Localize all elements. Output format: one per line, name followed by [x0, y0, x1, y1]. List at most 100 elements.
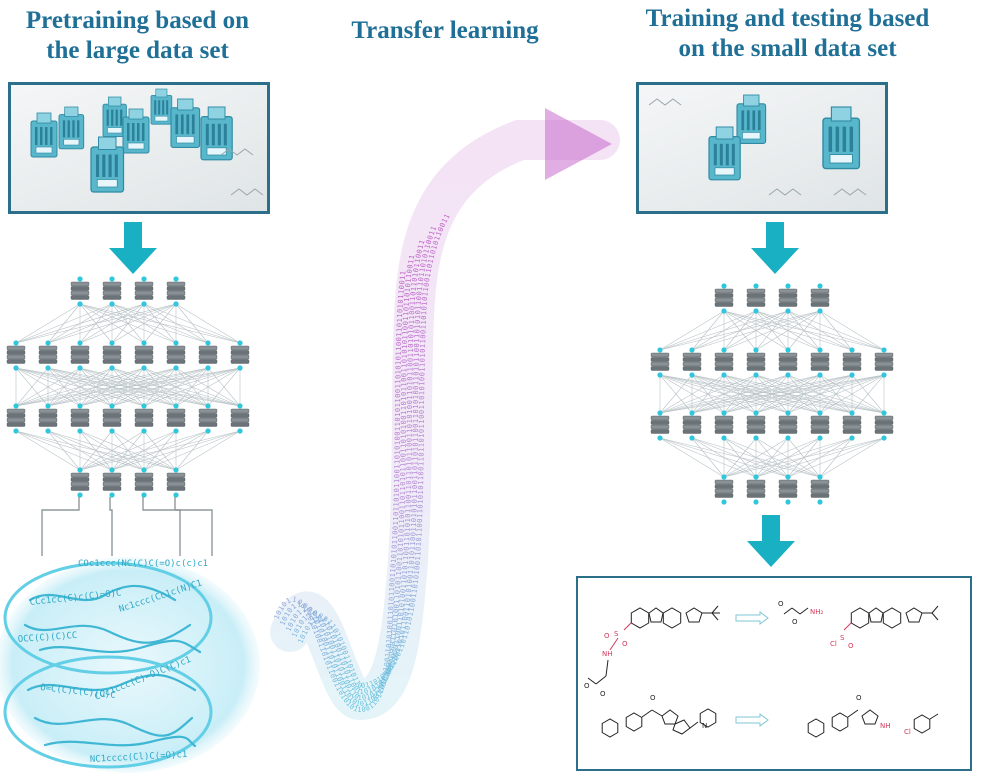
- left-net-edge: [15, 303, 177, 344]
- brain-fold: [26, 673, 197, 692]
- chip-icon: [822, 106, 861, 170]
- right-net-edge: [691, 374, 821, 414]
- left-net-server-layer: [70, 486, 90, 491]
- left-net-top-dot: [77, 403, 83, 409]
- left-net-server-layer: [134, 290, 154, 296]
- right-net-edge: [755, 437, 853, 478]
- right-net-edge: [691, 374, 853, 414]
- right-net-edge: [723, 437, 821, 478]
- stream-arrowhead: [545, 108, 612, 180]
- left-net-server-layer: [102, 290, 122, 296]
- amine-label: NH₂: [810, 608, 824, 616]
- left-net-edge: [47, 303, 177, 344]
- right-net-edge: [755, 310, 853, 351]
- left-net-bottom-dot: [141, 365, 147, 371]
- right-net-server-layer: [874, 357, 894, 362]
- chip-pin: [217, 123, 221, 146]
- chip-icon: [200, 106, 233, 161]
- background-molecule-sketch: [220, 148, 254, 156]
- right-net-edge: [787, 437, 885, 478]
- left-net-edge: [15, 303, 145, 344]
- right-net-server-node: [714, 347, 734, 378]
- bond: [651, 709, 663, 717]
- right-net-server-layer: [746, 479, 766, 485]
- right-net-edge: [787, 374, 853, 414]
- left-net-top-dot: [13, 403, 19, 409]
- left-net-edge: [47, 367, 177, 407]
- right-net-server-layer: [810, 484, 830, 489]
- right-net-top-dot: [753, 347, 759, 353]
- right-net-edge: [723, 374, 757, 414]
- reaction-arrow: [735, 713, 769, 727]
- left-net-server-node: [102, 403, 122, 434]
- left-net-edge: [79, 430, 113, 471]
- left-net-edge: [111, 367, 177, 407]
- right-net-bottom-dot: [785, 372, 791, 378]
- chip-pin: [752, 110, 756, 131]
- left-net-server-layer: [38, 408, 58, 414]
- left-net-edge: [47, 367, 241, 407]
- right-net-bottom-dot: [721, 308, 727, 314]
- chip-top: [36, 112, 52, 124]
- left-net-server-node: [102, 467, 122, 498]
- connector-line: [41, 497, 80, 556]
- left-net-edge: [143, 430, 177, 471]
- left-net-edge: [111, 303, 177, 344]
- left-net-bottom-dot: [109, 428, 115, 434]
- right-net-edge: [723, 374, 757, 414]
- right-net-server-layer: [682, 415, 702, 421]
- chip-pin: [828, 126, 833, 152]
- benzene-ring: [625, 712, 643, 732]
- right-net-edge: [659, 374, 789, 414]
- right-net-server-layer: [810, 293, 830, 298]
- right-net-edge: [755, 374, 789, 414]
- chip-pin: [50, 127, 53, 145]
- background-molecule-sketch: [768, 188, 802, 196]
- right-net-bottom-dot: [817, 308, 823, 314]
- brain-fold: [28, 584, 177, 602]
- left-net-edge: [175, 367, 209, 407]
- oxygen-label: O: [778, 600, 784, 608]
- left-net-edge: [79, 303, 145, 344]
- left-net-edge: [79, 367, 241, 407]
- right-net-server-layer: [714, 352, 734, 358]
- left-net-edge: [143, 367, 177, 407]
- right-net-server-layer: [746, 493, 766, 498]
- right-net-edge: [659, 374, 725, 414]
- right-net-edge: [659, 374, 725, 414]
- left-net-edge: [111, 367, 177, 407]
- left-net-server-node: [6, 340, 26, 371]
- sulfonyl-label: S: [840, 634, 845, 642]
- right-net-edge: [723, 374, 885, 414]
- right-net-server-layer: [714, 361, 734, 367]
- left-net-edge: [47, 367, 113, 407]
- right-net-server-node: [746, 283, 766, 314]
- brain-smiles-text: OCC(C)(C)CC: [18, 631, 78, 645]
- chip-icon: [150, 88, 173, 125]
- chip-icon: [122, 108, 150, 154]
- right-net-server-node: [778, 474, 798, 505]
- right-net-server-layer: [746, 366, 766, 371]
- right-net-server-node: [682, 410, 702, 441]
- chip-pin: [77, 120, 80, 138]
- right-net-server-layer: [778, 293, 798, 298]
- left-net-server-layer: [134, 413, 154, 418]
- bond: [605, 659, 609, 677]
- left-net-edge: [79, 367, 113, 407]
- left-net-edge: [47, 430, 113, 471]
- right-net-server-layer: [682, 361, 702, 367]
- right-net-server-node: [746, 347, 766, 378]
- stream-guide: [278, 128, 600, 712]
- left-net-server-node: [102, 340, 122, 371]
- right-net-top-dot: [849, 410, 855, 416]
- right-net-edge: [819, 437, 885, 478]
- left-net-bottom-dot: [237, 428, 243, 434]
- left-net-server-layer: [166, 345, 186, 351]
- left-net-edge: [47, 430, 177, 471]
- small-dataset-chips-illustration: [648, 94, 867, 196]
- left-net-edge: [79, 430, 113, 471]
- left-net-bottom-dot: [173, 301, 179, 307]
- left-net-top-dot: [237, 340, 243, 346]
- left-net-server-layer: [38, 354, 58, 360]
- right-net-server-layer: [810, 366, 830, 371]
